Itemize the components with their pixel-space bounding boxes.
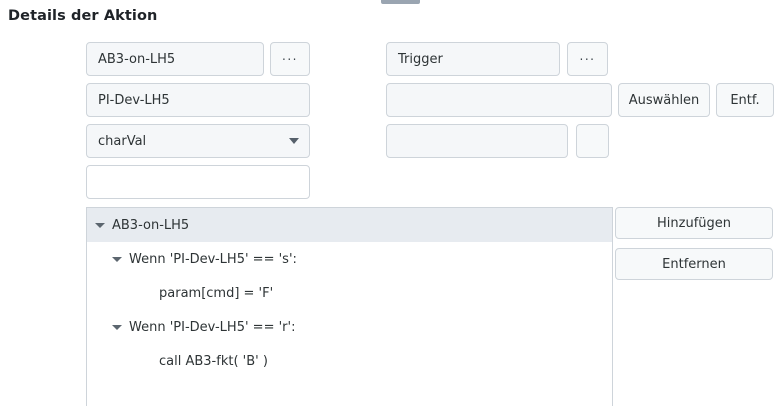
device-field[interactable]: PI-Dev-LH5 (86, 83, 310, 117)
chevron-down-icon (289, 138, 299, 144)
remove-target-button-label: Entf. (730, 92, 760, 108)
tree-row[interactable]: param[cmd] = 'F' (87, 276, 612, 310)
tree-remove-button-label: Entfernen (662, 256, 726, 272)
tree-row-label: AB3-on-LH5 (112, 217, 190, 233)
ellipsis-icon: ... (579, 49, 596, 63)
tree-add-button[interactable]: Hinzufügen (615, 207, 773, 239)
trigger-field[interactable]: Trigger (386, 42, 560, 76)
tree-row[interactable]: Wenn 'PI-Dev-LH5' == 's': (87, 242, 612, 276)
chevron-down-icon[interactable] (112, 324, 122, 330)
tree-row-label: Wenn 'PI-Dev-LH5' == 'r': (129, 319, 296, 335)
value-field[interactable] (86, 165, 310, 199)
tree-row[interactable]: Wenn 'PI-Dev-LH5' == 'r': (87, 310, 612, 344)
chevron-down-icon[interactable] (112, 256, 122, 262)
action-name-field[interactable]: AB3-on-LH5 (86, 42, 264, 76)
tree-row[interactable]: AB3-on-LH5 (87, 208, 612, 242)
action-name-value: AB3-on-LH5 (98, 51, 176, 67)
page-title: Details der Aktion (8, 8, 158, 24)
top-scrollbar-stub[interactable] (381, 0, 420, 4)
tree-row-label: param[cmd] = 'F' (159, 285, 274, 301)
trigger-value: Trigger (398, 51, 443, 67)
tree-row-label: call AB3-fkt( 'B' ) (159, 353, 268, 369)
target-field[interactable] (386, 83, 612, 117)
device-value: PI-Dev-LH5 (98, 92, 170, 108)
chevron-down-icon[interactable] (95, 222, 105, 228)
ellipsis-icon: ... (282, 49, 298, 63)
select-button-label: Auswählen (628, 92, 700, 108)
type-combo[interactable]: charVal (86, 124, 310, 158)
param-field[interactable] (386, 124, 568, 158)
param-small-button[interactable] (576, 124, 609, 158)
tree-remove-button[interactable]: Entfernen (615, 248, 773, 280)
tree-row[interactable]: call AB3-fkt( 'B' ) (87, 344, 612, 378)
tree-add-button-label: Hinzufügen (657, 215, 731, 231)
select-button[interactable]: Auswählen (618, 83, 710, 117)
remove-target-button[interactable]: Entf. (716, 83, 774, 117)
tree-row-label: Wenn 'PI-Dev-LH5' == 's': (129, 251, 297, 267)
action-browse-button[interactable]: ... (270, 42, 310, 76)
trigger-browse-button[interactable]: ... (567, 42, 608, 76)
type-combo-value: charVal (98, 133, 147, 149)
